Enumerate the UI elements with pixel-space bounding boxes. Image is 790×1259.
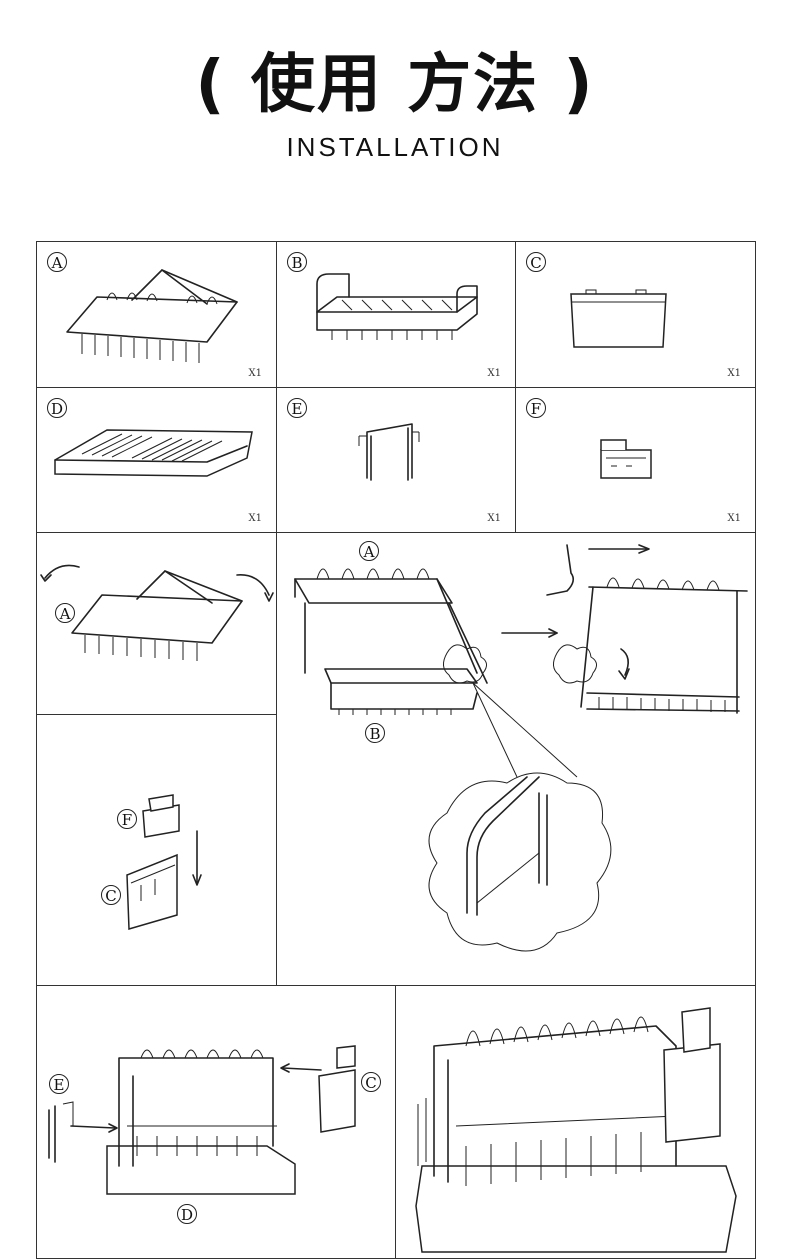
drip-tray-illustration [54, 429, 253, 477]
part-b-panel: B X1 [276, 241, 516, 388]
knife-block-into-holder-illustration [126, 794, 202, 930]
part-a-panel: A X1 [36, 241, 277, 388]
rack-insertion-illustration [294, 544, 748, 952]
part-e-quantity: X1 [487, 513, 501, 524]
step4-final-assembly-panel: E C D [36, 985, 396, 1259]
part-d-label: D [47, 398, 67, 418]
step2-label-a: A [359, 541, 379, 561]
part-c-label: C [526, 252, 546, 272]
dish-rack-upper-illustration [66, 269, 238, 363]
step4-label-e: E [49, 1074, 69, 1094]
step4-label-c: C [361, 1072, 381, 1092]
part-e-label: E [287, 398, 307, 418]
knife-block-illustration [600, 439, 652, 479]
part-b-label: B [287, 252, 307, 272]
part-f-panel: F X1 [515, 387, 756, 533]
part-d-panel: D X1 [36, 387, 277, 533]
part-a-quantity: X1 [248, 368, 262, 379]
part-f-label: F [526, 398, 546, 418]
part-d-quantity: X1 [248, 513, 262, 524]
part-b-quantity: X1 [487, 368, 501, 379]
part-c-quantity: X1 [727, 368, 741, 379]
step4-label-d: D [177, 1204, 197, 1224]
step1-label-a: A [55, 603, 75, 623]
step3-label-f: F [117, 809, 137, 829]
dish-rack-lower-basket-illustration [316, 273, 478, 340]
step2-label-b: B [365, 723, 385, 743]
page-subtitle: INSTALLATION [286, 132, 504, 162]
step1-unfold-panel: A [36, 532, 277, 715]
page-title: ( 使用 方法 ) [195, 48, 595, 122]
part-a-label: A [47, 252, 67, 272]
step2-assembly-panel: A [276, 532, 756, 986]
step4-finished-rack-panel [395, 985, 756, 1259]
hook-bracket-illustration [358, 423, 420, 481]
unfold-rack-illustration [40, 564, 274, 661]
part-e-panel: E X1 [276, 387, 516, 533]
finished-rack-illustration [415, 1007, 737, 1253]
step3-label-c: C [101, 885, 121, 905]
part-f-quantity: X1 [727, 513, 741, 524]
step3-utensil-panel: F C [36, 714, 277, 986]
utensil-holder-illustration [570, 289, 667, 348]
part-c-panel: C X1 [515, 241, 756, 388]
full-assembly-illustration [48, 1045, 356, 1195]
